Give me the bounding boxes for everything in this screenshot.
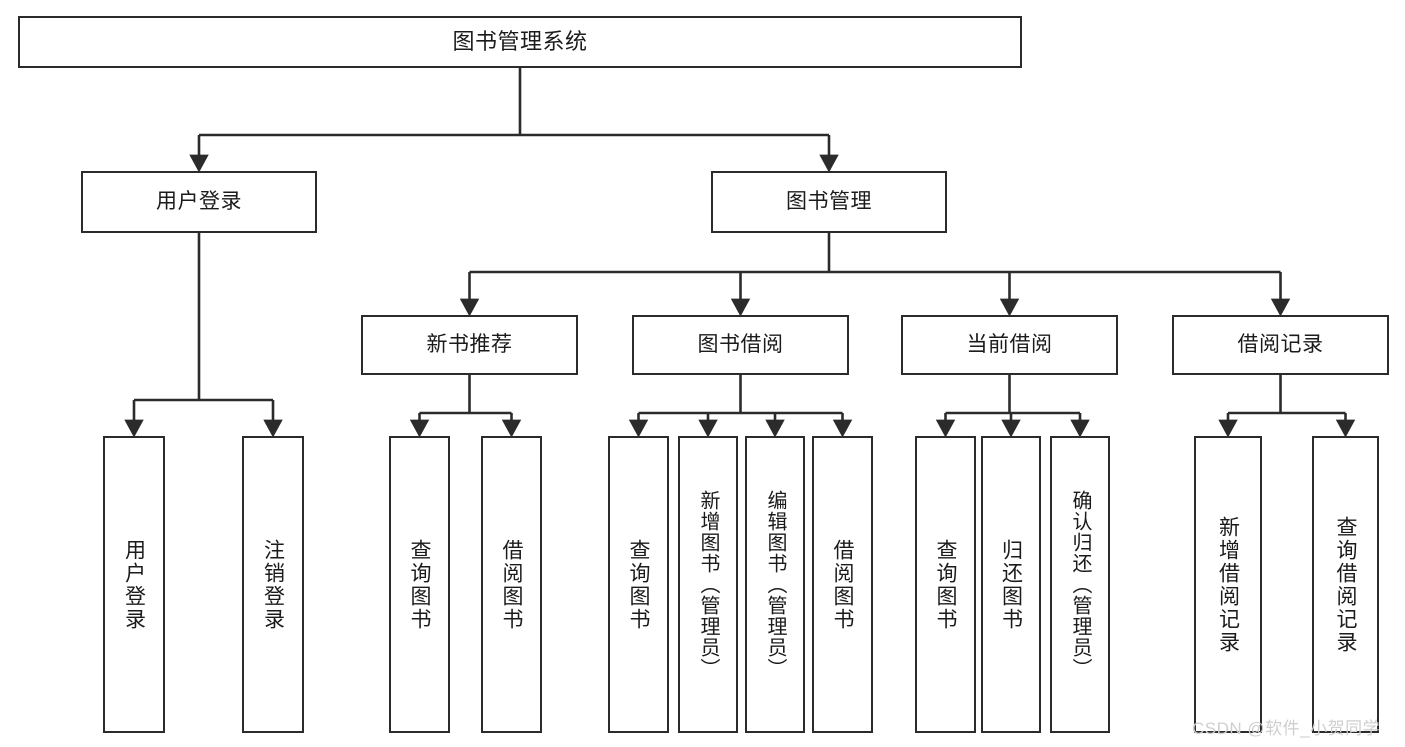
node-label: 新书推荐: [426, 333, 513, 357]
node-user_login[interactable]: 用户登录: [81, 171, 317, 233]
node-leaf_confirm_return[interactable]: 确认归还（管理员）: [1050, 436, 1110, 733]
node-leaf_user_login[interactable]: 用户登录: [103, 436, 165, 733]
node-borrow_record[interactable]: 借阅记录: [1172, 315, 1389, 375]
node-root-system[interactable]: 图书管理系统: [18, 16, 1022, 68]
node-label: 用户登录: [122, 538, 146, 631]
node-leaf_borrow_book_1[interactable]: 借阅图书: [481, 436, 542, 733]
node-book_manage[interactable]: 图书管理: [711, 171, 947, 233]
node-leaf_return_book[interactable]: 归还图书: [981, 436, 1041, 733]
node-label: 确认归还（管理员）: [1069, 490, 1091, 679]
node-label: 编辑图书（管理员）: [764, 490, 786, 679]
node-label: 查询图书: [627, 538, 650, 631]
node-label: 查询图书: [408, 538, 431, 631]
node-leaf_query_book_3[interactable]: 查询图书: [915, 436, 976, 733]
node-leaf_query_book_2[interactable]: 查询图书: [608, 436, 669, 733]
node-label: 图书管理系统: [452, 28, 588, 54]
node-label: 图书借阅: [697, 333, 784, 357]
node-new_book_rec[interactable]: 新书推荐: [361, 315, 578, 375]
node-leaf_user_logout[interactable]: 注销登录: [242, 436, 304, 733]
node-label: 查询图书: [934, 538, 957, 631]
node-leaf_add_book[interactable]: 新增图书（管理员）: [678, 436, 738, 733]
node-label: 查询借阅记录: [1334, 515, 1357, 654]
csdn-watermark: CSDN @软件_小贺同学: [1192, 719, 1381, 738]
node-label: 用户登录: [156, 190, 242, 214]
node-current_borrow[interactable]: 当前借阅: [901, 315, 1118, 375]
node-label: 图书管理: [786, 190, 872, 214]
node-leaf_query_record[interactable]: 查询借阅记录: [1312, 436, 1379, 733]
node-label: 借阅记录: [1237, 333, 1324, 357]
node-label: 当前借阅: [966, 333, 1053, 357]
node-label: 新增图书（管理员）: [697, 490, 719, 679]
node-leaf_edit_book[interactable]: 编辑图书（管理员）: [745, 436, 805, 733]
node-leaf_add_record[interactable]: 新增借阅记录: [1194, 436, 1262, 733]
node-leaf_borrow_book_2[interactable]: 借阅图书: [812, 436, 873, 733]
node-leaf_query_book_1[interactable]: 查询图书: [389, 436, 450, 733]
node-label: 归还图书: [999, 538, 1023, 631]
node-label: 借阅图书: [500, 538, 523, 631]
node-label: 注销登录: [261, 538, 285, 631]
node-label: 借阅图书: [831, 538, 854, 631]
node-label: 新增借阅记录: [1216, 515, 1240, 654]
node-book_borrow[interactable]: 图书借阅: [632, 315, 849, 375]
